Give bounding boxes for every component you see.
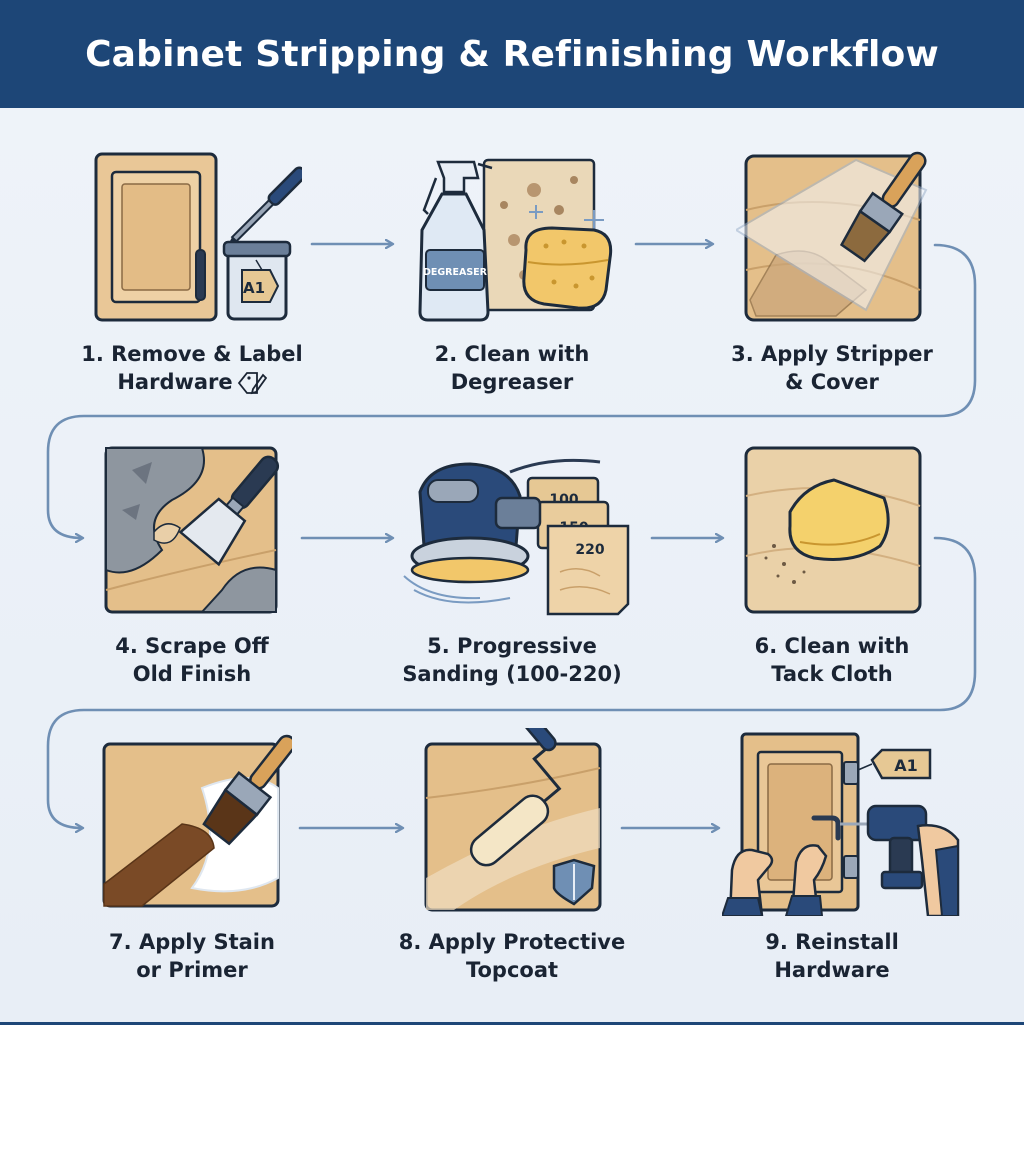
step-9-tag-text: A1 — [894, 756, 918, 775]
brush-stripper-cover-icon — [736, 151, 928, 322]
grit-220-label: 220 — [575, 542, 604, 558]
step-3-label: 3. Apply Stripper & Cover — [702, 340, 962, 396]
step-7-label: 7. Apply Stain or Primer — [62, 928, 322, 984]
step-1-line-2-text: Hardware — [117, 370, 233, 394]
step-7-line-1: 7. Apply Stain — [109, 930, 275, 954]
degreaser-label: DEGREASER — [423, 267, 488, 278]
step-4-line-1: 4. Scrape Off — [115, 634, 269, 658]
step-9-line-2: Hardware — [774, 958, 890, 982]
tag-pencil-icon — [237, 372, 267, 395]
step-8-line-1: 8. Apply Protective — [398, 930, 626, 954]
stain-brush-icon — [102, 734, 292, 908]
step-1-line-2: Hardware — [62, 368, 322, 397]
step-5-label: 5. Progressive Sanding (100-220) — [382, 632, 642, 688]
drill-reinstall-icon: A1 — [722, 732, 960, 916]
step-1-label: 1. Remove & Label Hardware — [62, 340, 322, 397]
putty-knife-scraper-icon — [104, 446, 280, 614]
paint-roller-shield-icon — [424, 728, 602, 912]
step-5-line-2: Sanding (100-220) — [402, 662, 622, 686]
step-9-line-1: 9. Reinstall — [765, 930, 899, 954]
step-6-label: 6. Clean with Tack Cloth — [702, 632, 962, 688]
bottom-divider — [0, 1022, 1024, 1025]
step-6-line-1: 6. Clean with — [754, 634, 910, 658]
step-1-tag-text: A1 — [243, 279, 265, 297]
step-2-line-2: Degreaser — [450, 370, 574, 394]
step-2-label: 2. Clean with Degreaser — [382, 340, 642, 396]
step-8-line-2: Topcoat — [465, 958, 559, 982]
step-1-line-1: 1. Remove & Label — [81, 342, 303, 366]
spray-bottle-sponge-icon: DEGREASER — [418, 158, 613, 322]
page-title: Cabinet Stripping & Refinishing Workflow — [85, 33, 939, 75]
step-4-label: 4. Scrape Off Old Finish — [62, 632, 322, 688]
step-9-label: 9. Reinstall Hardware — [702, 928, 962, 984]
step-8-label: 8. Apply Protective Topcoat — [382, 928, 642, 984]
step-4-line-2: Old Finish — [132, 662, 252, 686]
step-6-line-2: Tack Cloth — [771, 662, 893, 686]
step-7-line-2: or Primer — [136, 958, 248, 982]
step-3-line-2: & Cover — [785, 370, 879, 394]
cabinet-door-screwdriver-icon: A1 — [94, 152, 302, 322]
tack-cloth-icon — [744, 446, 922, 614]
step-2-line-1: 2. Clean with — [434, 342, 590, 366]
header-banner: Cabinet Stripping & Refinishing Workflow — [0, 0, 1024, 108]
step-3-line-1: 3. Apply Stripper — [731, 342, 933, 366]
step-5-line-1: 5. Progressive — [427, 634, 597, 658]
orbital-sander-icon: 100 150 220 — [403, 458, 630, 616]
